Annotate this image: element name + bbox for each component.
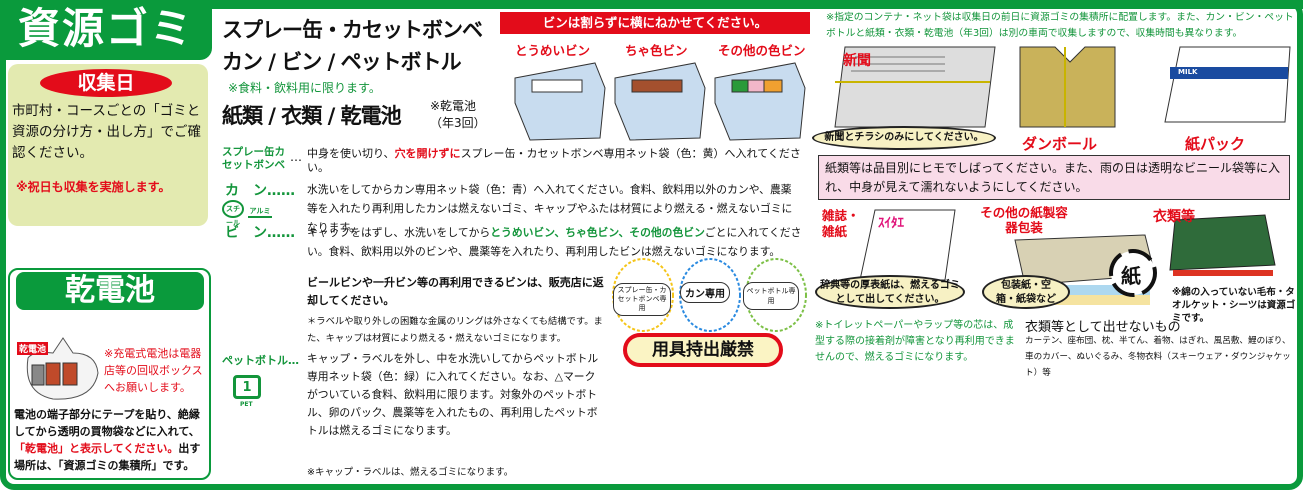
- carton-print: MILK: [1178, 68, 1198, 76]
- rechargeable-note: ※充電式電池は電器店等の回収ボックスへお願いします。: [104, 347, 203, 394]
- holiday-note: ※祝日も収集を実施します。: [16, 180, 171, 194]
- clothes-label: 衣類等: [1153, 209, 1195, 225]
- bottle-type-clear: とうめいビン: [515, 43, 591, 58]
- page-title: 資源ゴミ: [0, 0, 212, 60]
- can-label: カ ン……: [225, 183, 295, 199]
- bottle-banner: ビンは割らずに横にねかせてください。: [500, 12, 810, 34]
- container-note: ※指定のコンテナ・ネット袋は収集日の前日に資源ゴミの集積所に配置します。また、カ…: [826, 12, 1294, 39]
- magazine-cover-text: ｽｲﾀｴ: [878, 216, 904, 231]
- no-removal-warning: 用具持出厳禁: [623, 333, 783, 367]
- aluminum-mark-icon: アルミ: [248, 200, 272, 218]
- spray-text: 中身を使い切り、穴を開けずにスプレー缶・カセットボンベ専用ネット袋（色：黄）へ入…: [307, 147, 801, 174]
- heading-can-bin-pet: カン / ビン / ペットボトル: [222, 50, 462, 74]
- net-label-spray: スプレー缶・カセットボンベ専用: [613, 283, 671, 316]
- tie-note: 紙類等は品目別にヒモでしばってください。また、雨の日は透明なビニール袋等に入れ、…: [818, 155, 1290, 200]
- newspaper-label: 新聞: [843, 53, 871, 69]
- bottle-type-brown: ちゃ色ビン: [625, 43, 688, 58]
- clothes-note: ※綿の入っていない毛布・タオルケット・シーツは資源ゴミです。: [1172, 287, 1296, 324]
- paper-bundles-illustration: [834, 46, 1291, 128]
- paper-recycle-mark-icon: 紙: [1121, 264, 1141, 288]
- pet-cap-note: ※キャップ・ラベルは、燃えるゴミになります。: [307, 467, 514, 478]
- other-paper-bubble: 包装紙・空箱・紙袋など: [982, 275, 1070, 309]
- pet-recycle-mark-icon: 1: [233, 375, 261, 399]
- bottle-baskets-illustration: [514, 62, 806, 141]
- net-bags-illustration: [612, 258, 807, 332]
- not-clothes-title: 衣類等として出せないもの: [1025, 320, 1181, 335]
- paper-items-illustration: [859, 209, 1276, 305]
- bin-label: ビ ン……: [225, 225, 295, 241]
- pet-mark-text: PET: [240, 401, 253, 408]
- newspaper-bubble: 新聞とチラシのみにしてください。: [812, 126, 996, 150]
- pet-text: キャップ・ラベルを外し、中を水洗いしてからペットボトル専用ネット袋（色：緑）に入…: [307, 352, 599, 437]
- can-text: 水洗いをしてからカン専用ネット袋（色：青）へ入れてください。食料、飲料用以外のカ…: [307, 183, 793, 234]
- collection-day-label: 収集日: [40, 69, 172, 97]
- not-clothes-list: カーテン、座布団、枕、半てん、着物、はぎれ、風呂敷、鯉のぼり、車のカバー、ぬいぐ…: [1025, 336, 1291, 378]
- heading-paper-clothes-battery: 紙類 / 衣類 / 乾電池: [222, 104, 402, 128]
- cardboard-label: ダンボール: [1022, 135, 1098, 153]
- bottle-type-other: その他の色ビン: [718, 43, 806, 58]
- core-note: ※トイレットペーパーやラップ等の芯は、成型する際の接着剤が障害となり再利用できま…: [815, 320, 1015, 363]
- carton-label: 紙パック: [1185, 135, 1246, 153]
- collection-text: 市町村・コースごとの「ゴミと資源の分け方・出し方」でご確認ください。: [12, 103, 201, 161]
- net-label-can: カン専用: [680, 282, 730, 303]
- spray-label: スプレー缶カセットボンベ: [222, 146, 285, 171]
- other-paper-label: その他の紙製容器包装: [980, 205, 1068, 235]
- spray-dots: …: [290, 150, 302, 164]
- food-note: ※食料・飲料用に限ります。: [228, 81, 381, 95]
- battery-frequency-note: ※乾電池（年3回）: [430, 99, 486, 130]
- top-bar: [210, 0, 1303, 9]
- battery-title: 乾電池: [16, 272, 204, 310]
- steel-mark-icon: スチール: [222, 200, 244, 227]
- bin-return-note: ビールビンや一升ビン等の再利用できるビンは、販売店に返却してください。: [307, 276, 604, 307]
- battery-box: [8, 268, 211, 480]
- magazine-bubble: 辞典等の厚表紙は、燃えるゴミとして出してください。: [815, 275, 965, 309]
- heading-spray: スプレー缶・カセットボンベ: [222, 18, 483, 42]
- battery-instructions: 電池の端子部分にテープを貼り、絶縁してから透明の買物袋などに入れて、「乾電池」と…: [14, 408, 201, 472]
- net-label-pet: ペットボトル専用: [743, 282, 799, 310]
- bin-text: キャップをはずし、水洗いをしてからとうめいビン、ちゃ色ビン、その他の色ビンごとに…: [307, 226, 802, 258]
- magazine-label: 雑誌・雑紙: [822, 208, 860, 239]
- pet-label: ペットボトル…: [222, 354, 299, 367]
- battery-bag-label: 乾電池: [17, 342, 49, 355]
- bin-label-note: ＊ラベルや取り外しの困難な金属のリングは外さなくても結構です。また、キャップは材…: [307, 316, 603, 344]
